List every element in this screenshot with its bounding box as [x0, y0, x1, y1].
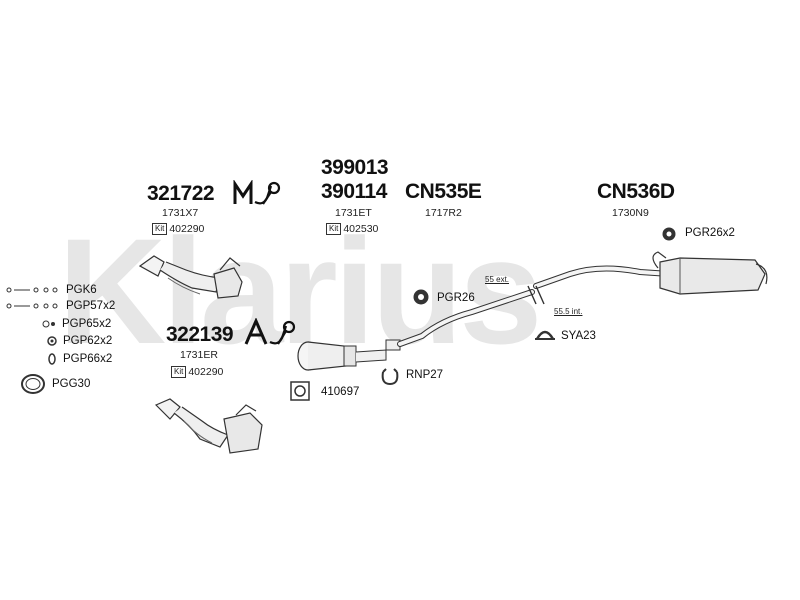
klarius-watermark: Klarius: [58, 228, 543, 358]
manifold-upper-part: [138, 255, 243, 299]
list-item-label: PGP57x2: [66, 300, 116, 312]
manifold-lower-part: [154, 398, 263, 454]
rubber-mount-icon: [413, 289, 429, 305]
part-code-CN535E: CN535E: [405, 180, 482, 203]
washer-icon: [42, 320, 55, 328]
kit-number: 402290: [188, 366, 224, 378]
ext-dimension: 55 ext.: [485, 275, 510, 284]
kit-402290-a: Kit 402290: [152, 223, 204, 235]
ref-1731ET: 1731ET: [335, 207, 372, 219]
label-410697: 410697: [321, 386, 360, 398]
ref-1731ER: 1731ER: [180, 349, 218, 361]
list-item-pgg30: PGG30: [20, 373, 90, 395]
part-code-390114: 390114: [321, 180, 387, 203]
label-pgr26: PGR26: [437, 292, 475, 304]
clamp-bracket-icon: [535, 330, 555, 340]
kit-402530: Kit 402530: [326, 223, 378, 235]
rear-silencer-part: [533, 251, 768, 295]
kit-number: 402290: [169, 223, 205, 235]
watermark-text: Klarius: [58, 228, 539, 358]
clip-icon: [48, 353, 56, 365]
ref-1730N9: 1730N9: [612, 207, 649, 219]
catalyst-part: [297, 341, 387, 371]
list-item-label: PGP62x2: [63, 335, 113, 347]
bolt-icon: [6, 287, 58, 293]
ref-1731X7: 1731X7: [162, 207, 199, 219]
list-item-label: PGG30: [52, 378, 91, 390]
nut-icon: [47, 336, 57, 346]
label-sya23: SYA23: [561, 330, 596, 342]
int-dimension: 55.5 int.: [554, 307, 583, 316]
label-pgr26x2: PGR26x2: [685, 227, 735, 239]
list-item-label: PGK6: [66, 284, 97, 296]
ref-1717R2: 1717R2: [425, 207, 462, 219]
list-item-pgp65: PGP65x2: [42, 318, 111, 330]
list-item-pgk6: PGK6: [4, 284, 97, 296]
label-rnp27: RNP27: [406, 369, 444, 381]
gasket-ring-icon: [21, 374, 45, 394]
rubber-mount-icon: [662, 227, 676, 241]
part-code-399013: 399013: [321, 156, 389, 179]
part-code-CN536D: CN536D: [597, 180, 675, 203]
centre-pipe-part: [385, 289, 535, 351]
mounting-m-icon: [233, 179, 285, 213]
kit-badge: Kit: [152, 223, 168, 235]
list-item-pgp62: PGP62x2: [47, 335, 112, 347]
mounting-a-icon: [244, 317, 296, 353]
list-item-pgp66: PGP66x2: [47, 353, 112, 365]
gasket-icon: [290, 381, 310, 401]
list-item-label: PGP65x2: [62, 318, 112, 330]
kit-402290-b: Kit 402290: [171, 366, 223, 378]
bolt-icon: [6, 303, 58, 309]
kit-badge: Kit: [326, 223, 342, 235]
list-item-label: PGP66x2: [63, 353, 113, 365]
clamp-icon: [527, 285, 545, 305]
part-code-321722: 321722: [147, 182, 215, 205]
kit-number: 402530: [343, 223, 379, 235]
kit-badge: Kit: [171, 366, 187, 378]
list-item-pgp57: PGP57x2: [4, 300, 115, 312]
part-code-322139: 322139: [166, 323, 234, 346]
ring-clamp-icon: [381, 368, 399, 386]
